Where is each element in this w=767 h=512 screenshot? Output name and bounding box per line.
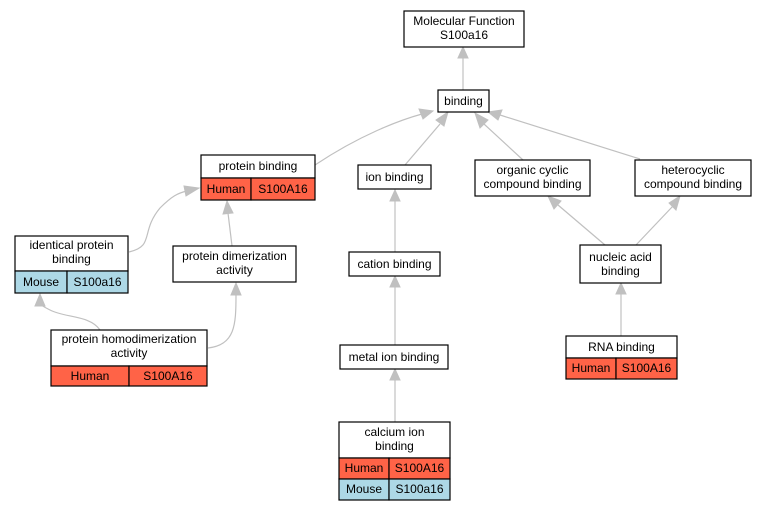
node-metal-ion-binding[interactable]: metal ion binding [339, 344, 449, 370]
node-label-line: S100a16 [440, 28, 488, 42]
node-label-line: identical protein [29, 238, 113, 252]
gene-label: S100A16 [622, 361, 672, 375]
node-box [14, 235, 129, 272]
arrowhead [457, 45, 469, 59]
edge-nucleic-acid-to-heterocyclic [635, 205, 674, 246]
node-organic-cyclic-compound-binding[interactable]: organic cyclic compound binding [474, 159, 591, 197]
node-label-line: protein homodimerization [62, 332, 197, 346]
node-label-line: cation binding [357, 257, 431, 271]
node-heterocyclic-compound-binding[interactable]: heterocyclic compound binding [634, 159, 752, 197]
gene-cell [615, 357, 678, 380]
node-box [357, 164, 432, 190]
edge-identical-protein-to-protein-binding [128, 190, 188, 253]
node-label-line: protein dimerization [182, 249, 287, 263]
node-box [172, 245, 297, 283]
node-rna-binding[interactable]: RNA binding Human S100A16 [565, 335, 678, 380]
node-box [338, 421, 451, 459]
node-box [339, 344, 449, 370]
species-label: Mouse [346, 482, 382, 496]
node-molecular-function[interactable]: Molecular Function S100a16 [403, 10, 525, 48]
edge-ion-binding-to-binding [404, 123, 441, 166]
node-label-line: compound binding [644, 177, 742, 191]
arrowhead [389, 367, 401, 381]
node-calcium-ion-binding[interactable]: calcium ion binding Human S100A16 Mouse … [338, 421, 451, 501]
arrowhead [34, 292, 46, 307]
node-label-line: binding [601, 264, 640, 278]
arrowhead [222, 199, 234, 215]
edge-protein-binding-to-binding [314, 113, 423, 166]
node-label-line: calcium ion [364, 425, 424, 439]
node-protein-homodimerization-activity[interactable]: protein homodimerization activity Human … [50, 329, 208, 387]
arrowhead [547, 195, 562, 210]
gene-label: S100a16 [395, 482, 443, 496]
gene-label: S100A16 [258, 182, 308, 196]
node-label-line: binding [375, 439, 414, 453]
node-label-line: Molecular Function [413, 14, 514, 28]
edge-protein-dimerization-to-protein-binding [227, 212, 233, 247]
node-protein-dimerization-activity[interactable]: protein dimerization activity [172, 245, 297, 283]
node-label-line: compound binding [483, 177, 581, 191]
species-label: Mouse [23, 275, 59, 289]
node-label-line: nucleic acid [589, 250, 652, 264]
node-binding[interactable]: binding [437, 89, 490, 113]
species-label: Human [345, 461, 384, 475]
gene-label: S100A16 [395, 461, 445, 475]
node-nucleic-acid-binding[interactable]: nucleic acid binding [579, 244, 662, 284]
node-protein-binding[interactable]: protein binding Human S100A16 [200, 154, 316, 201]
node-identical-protein-binding[interactable]: identical protein binding Mouse S100a16 [14, 235, 129, 294]
gene-label: S100A16 [143, 369, 193, 383]
node-label-line: binding [52, 252, 91, 266]
arrowhead [418, 108, 435, 120]
arrowhead [435, 110, 449, 127]
edge-nucleic-acid-to-organic-cyclic [557, 204, 606, 246]
node-box [50, 329, 208, 367]
gene-cell [66, 270, 129, 294]
species-label: Human [71, 369, 110, 383]
node-box [474, 159, 591, 197]
node-label-line: binding [444, 94, 483, 108]
species-label: Human [572, 361, 611, 375]
node-label-line: ion binding [365, 170, 423, 184]
node-box [348, 251, 441, 277]
arrowhead [230, 281, 242, 296]
gene-cell [250, 177, 316, 201]
node-box [403, 10, 525, 48]
edge-homodimerization-to-dimerization [207, 294, 237, 349]
arrowhead [183, 185, 201, 197]
node-label-line: metal ion binding [349, 350, 440, 364]
edge-heterocyclic-to-binding [499, 114, 641, 160]
arrowhead [389, 274, 401, 288]
gene-cell [128, 365, 208, 387]
gene-cell [388, 478, 451, 501]
edge-homodimerization-to-identical-protein [39, 303, 101, 331]
node-box [579, 244, 662, 284]
node-label-line: activity [111, 346, 148, 360]
arrowhead [668, 194, 681, 211]
node-box [634, 159, 752, 197]
arrowhead [615, 281, 627, 295]
edge-organic-cyclic-to-binding [483, 123, 524, 161]
node-label-line: heterocyclic [661, 163, 724, 177]
arrowhead [474, 111, 489, 129]
arrowhead [486, 109, 503, 121]
node-cation-binding[interactable]: cation binding [348, 251, 441, 277]
edges [34, 45, 681, 422]
node-box [437, 89, 490, 113]
gene-label: S100a16 [73, 275, 121, 289]
node-label-line: organic cyclic [496, 163, 568, 177]
node-ion-binding[interactable]: ion binding [357, 164, 432, 190]
species-label: Human [207, 182, 246, 196]
arrowhead [389, 188, 401, 202]
node-label-line: RNA binding [588, 340, 655, 354]
node-label-line: protein binding [219, 159, 298, 173]
node-label-line: activity [216, 263, 253, 277]
